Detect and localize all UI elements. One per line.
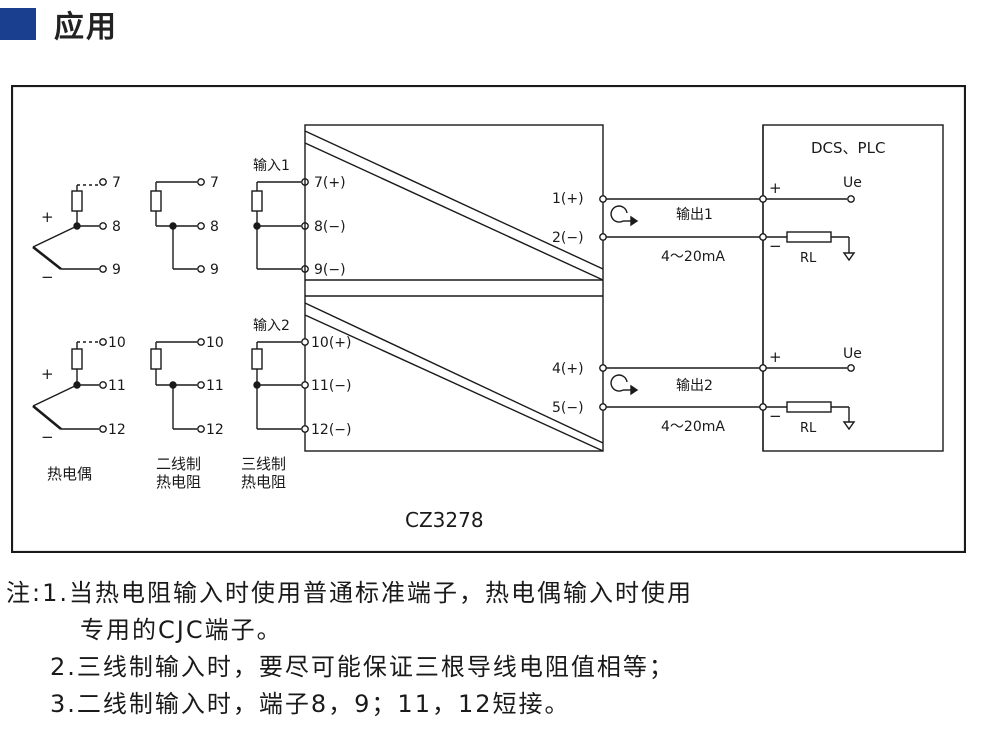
three-wire-label-line2: 热电阻 xyxy=(241,473,286,491)
two-wire-rtd-ch2 xyxy=(150,338,205,433)
two-wire-label-line2: 热电阻 xyxy=(156,473,201,491)
ch2-output-wiring xyxy=(599,364,763,411)
dcs-ch1-rl: RL xyxy=(800,251,817,266)
dcs-plc-box xyxy=(759,124,944,452)
ch1-terminal-7: 7(+) xyxy=(314,175,346,191)
section-header: 应用 xyxy=(0,4,118,45)
output1-label: 输出1 xyxy=(676,207,713,223)
note-2: 2.三线制输入时，要尽可能保证三根导线电阻值相等； xyxy=(50,653,675,681)
section-title: 应用 xyxy=(54,10,118,45)
notes-section: 注:1.当热电阻输入时使用普通标准端子，热电偶输入时使用 专用的CJC端子。 2… xyxy=(6,575,981,723)
dcs-ch2-plus: + xyxy=(769,348,782,366)
tc-ch1-plus: + xyxy=(41,208,54,226)
output2-range: 4～20mA xyxy=(661,419,725,435)
ch1-terminal-9: 9(−) xyxy=(314,262,346,278)
note-3: 3.二线制输入时，端子8，9；11，12短接。 xyxy=(50,690,571,718)
three-wire-rtd-ch1 xyxy=(251,178,309,273)
tc-ch1-minus: − xyxy=(41,268,54,286)
ch1-output-terminal-1: 1(+) xyxy=(552,191,584,207)
rtd2-ch1-pin-7: 7 xyxy=(210,175,219,191)
thermocouple-ch1 xyxy=(32,178,107,273)
dcs-ch1-plus: + xyxy=(769,179,782,197)
dcs-ch2-minus: − xyxy=(769,407,782,425)
output1-range: 4～20mA xyxy=(661,249,725,265)
dcs-ch1-ue: Ue xyxy=(843,175,862,191)
rtd2-ch1-pin-8: 8 xyxy=(210,219,219,235)
ch2-terminal-11: 11(−) xyxy=(311,378,351,394)
three-wire-rtd-ch2 xyxy=(251,338,309,433)
thermocouple-label: 热电偶 xyxy=(47,465,92,483)
output2-label: 输出2 xyxy=(676,378,713,394)
dcs-ch2-ue: Ue xyxy=(843,346,862,362)
ch2-terminal-10: 10(+) xyxy=(311,335,351,351)
ch2-terminal-12: 12(−) xyxy=(311,422,351,438)
note-1: 注:1.当热电阻输入时使用普通标准端子，热电偶输入时使用 xyxy=(6,579,693,607)
input2-label: 输入2 xyxy=(253,318,290,334)
input1-label: 输入1 xyxy=(253,158,290,174)
tc-ch1-pin-7: 7 xyxy=(112,175,121,191)
tc-ch2-pin-11: 11 xyxy=(108,378,126,394)
thermocouple-ch2 xyxy=(32,338,107,433)
rtd2-ch1-pin-9: 9 xyxy=(210,262,219,278)
ch1-output-wiring xyxy=(599,195,763,241)
rtd2-ch2-pin-11: 11 xyxy=(206,378,224,394)
diagram-border xyxy=(11,85,966,553)
three-wire-label-line1: 三线制 xyxy=(241,455,286,473)
tc-ch1-pin-9: 9 xyxy=(112,262,121,278)
two-wire-rtd-ch1 xyxy=(150,178,205,273)
title-square-icon xyxy=(0,8,36,40)
tc-ch1-pin-8: 8 xyxy=(112,219,121,235)
tc-ch2-plus: + xyxy=(41,365,54,383)
note-1-continued: 专用的CJC端子。 xyxy=(80,616,283,644)
rtd2-ch2-pin-12: 12 xyxy=(206,422,224,438)
wiring-diagram: + − 7 8 9 7 8 9 输入1 7(+) 8(−) 9(−) xyxy=(11,85,966,553)
ch2-output-terminal-4: 4(+) xyxy=(552,361,584,377)
two-wire-label-line1: 二线制 xyxy=(156,455,201,473)
ch1-output-terminal-2: 2(−) xyxy=(552,230,584,246)
rtd2-ch2-pin-10: 10 xyxy=(206,335,224,351)
tc-ch2-minus: − xyxy=(41,428,54,446)
tc-ch2-pin-10: 10 xyxy=(108,335,126,351)
isolator-module xyxy=(304,124,604,452)
dcs-ch2-rl: RL xyxy=(800,421,817,436)
ch1-terminal-8: 8(−) xyxy=(314,219,346,235)
dcs-title: DCS、PLC xyxy=(811,139,885,157)
model-label: CZ3278 xyxy=(405,508,484,532)
tc-ch2-pin-12: 12 xyxy=(108,422,126,438)
dcs-ch1-minus: − xyxy=(769,237,782,255)
ch2-output-terminal-5: 5(−) xyxy=(552,400,584,416)
